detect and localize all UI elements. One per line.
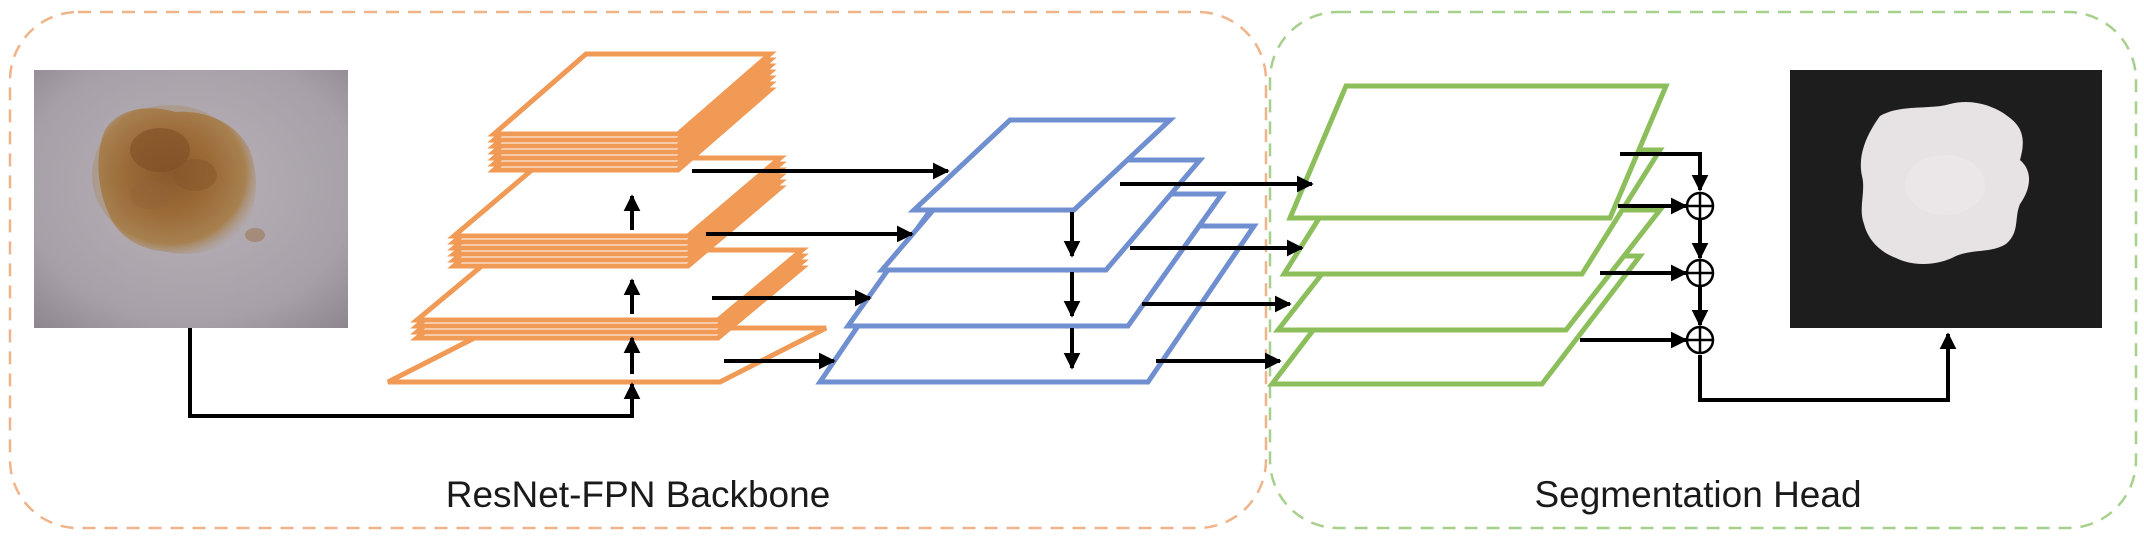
to-output-arrow — [1698, 332, 1957, 402]
sum-nodes — [1685, 191, 1715, 355]
resnet-stage-3 — [447, 155, 787, 239]
sum-node-2 — [1685, 258, 1715, 288]
sum-node-1 — [1685, 191, 1715, 221]
input-to-resnet-arrow — [188, 328, 641, 418]
head-levels — [1266, 83, 1670, 387]
resnet-stages — [386, 51, 828, 385]
resnet-stage-4 — [487, 51, 777, 137]
head-level-1 — [1286, 83, 1670, 221]
head-level-1-output-arrow — [1620, 152, 1709, 192]
resnet-stage-1 — [386, 325, 828, 385]
fpn-levels — [815, 117, 1259, 385]
segmentation-head-region — [1268, 10, 2138, 530]
backbone-label: ResNet-FPN Backbone — [445, 474, 831, 515]
connection-arrows — [188, 152, 1957, 418]
backbone-region — [8, 10, 1268, 530]
output-mask — [1790, 70, 2102, 328]
segmentation-head-label: Segmentation Head — [1534, 474, 1862, 515]
input-image — [34, 70, 348, 328]
sum-node-3 — [1685, 325, 1715, 355]
fpn-level-1 — [907, 117, 1177, 213]
